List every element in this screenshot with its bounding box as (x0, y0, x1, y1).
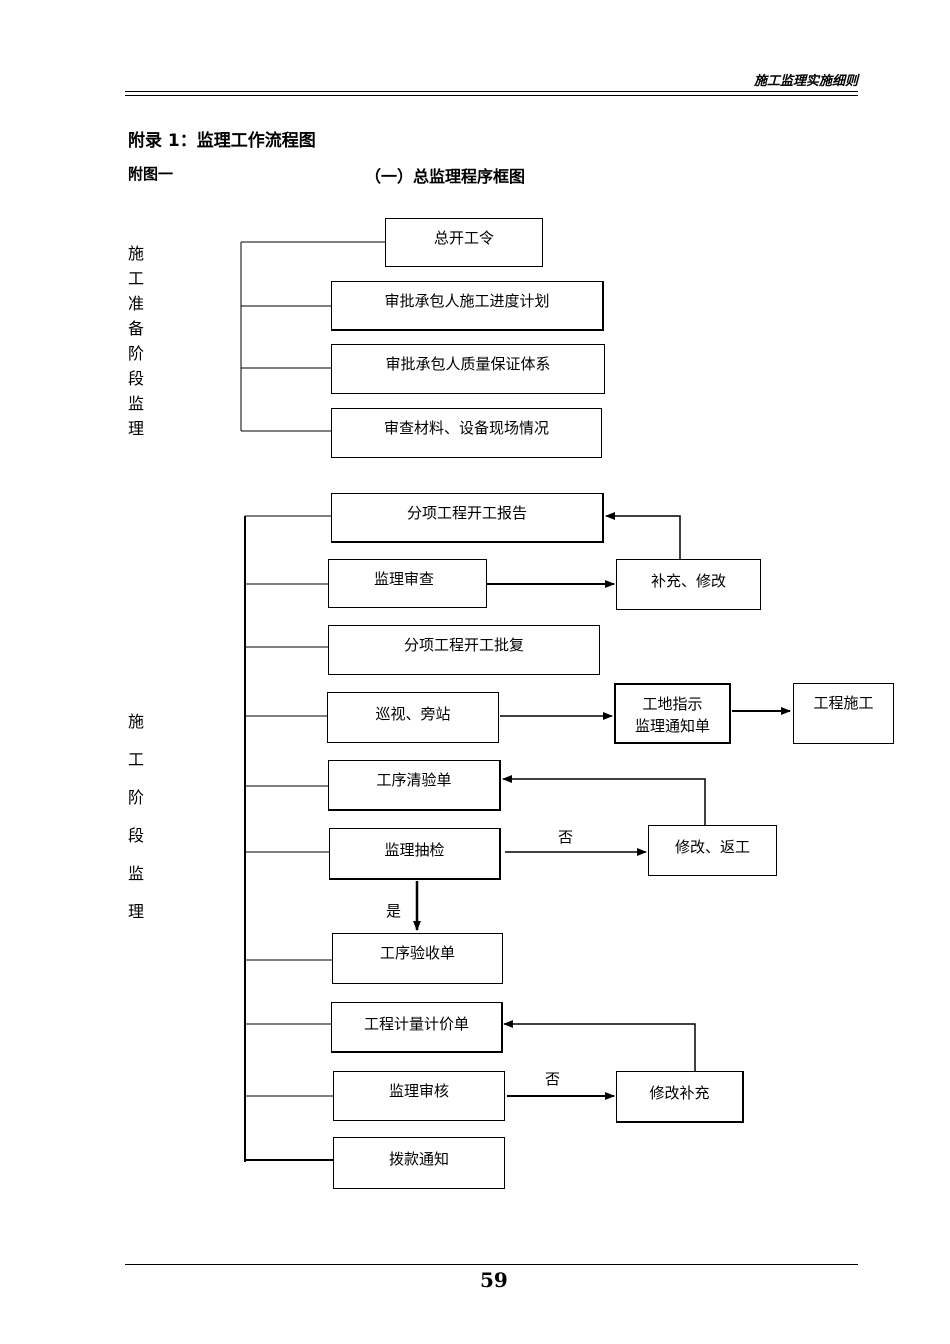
phase-char: 准 (127, 294, 144, 313)
construction-box: 工程施工 (793, 683, 894, 744)
measurement-label: 工程计量计价单 (363, 1015, 469, 1033)
figure-title: （一）总监理程序框图 (365, 167, 526, 186)
payment-box: 拨款通知 (333, 1137, 505, 1189)
process-check-box: 工序清验单 (328, 760, 501, 811)
sub-start-report-label: 分项工程开工报告 (406, 504, 527, 522)
spot-check-label: 监理抽检 (384, 841, 445, 859)
footer-rule (125, 1264, 858, 1265)
phase-char: 施 (127, 244, 144, 263)
page-number: 59 (480, 1268, 508, 1292)
audit-label: 监理审核 (388, 1082, 449, 1100)
patrol-box: 巡视、旁站 (327, 692, 499, 743)
no-label-spot-check: 否 (558, 828, 574, 846)
phase-char: 段 (127, 826, 144, 845)
rework-box: 修改、返工 (648, 825, 777, 876)
start-order-box: 总开工令 (385, 218, 543, 267)
measurement-box: 工程计量计价单 (331, 1002, 503, 1053)
revise-label: 修改补充 (649, 1084, 710, 1102)
approve-schedule-label: 审批承包人施工进度计划 (384, 292, 550, 310)
yes-label: 是 (386, 902, 402, 920)
supplement-box: 补充、修改 (616, 559, 761, 610)
construction-label: 工程施工 (813, 694, 874, 712)
patrol-label: 巡视、旁站 (375, 705, 451, 723)
header-rule-thin (125, 95, 858, 96)
supervision-review-label: 监理审查 (374, 570, 435, 588)
approve-quality-box: 审批承包人质量保证体系 (331, 344, 605, 394)
inspect-materials-box: 审查材料、设备现场情况 (331, 408, 602, 458)
header-rule (125, 91, 858, 92)
rework-label: 修改、返工 (674, 838, 750, 856)
supervision-review-box: 监理审查 (328, 559, 487, 608)
phase-char: 监 (127, 394, 144, 413)
approve-quality-label: 审批承包人质量保证体系 (385, 355, 551, 373)
appendix-title: 附录 1：监理工作流程图 (128, 131, 316, 151)
sub-start-report-box: 分项工程开工报告 (331, 493, 604, 543)
phase-char: 监 (127, 864, 144, 883)
phase-char: 施 (127, 712, 144, 731)
sub-start-approval-box: 分项工程开工批复 (328, 625, 600, 675)
payment-label: 拨款通知 (388, 1150, 449, 1168)
phase-char: 理 (127, 902, 144, 921)
phase-char: 工 (127, 269, 144, 288)
no-label-audit: 否 (545, 1070, 561, 1088)
inspect-materials-label: 审查材料、设备现场情况 (383, 419, 549, 437)
site-notice-line1: 工地指示 (642, 695, 703, 713)
supplement-label: 补充、修改 (650, 572, 726, 590)
audit-box: 监理审核 (333, 1071, 505, 1121)
process-check-label: 工序清验单 (376, 771, 452, 789)
approve-schedule-box: 审批承包人施工进度计划 (331, 281, 604, 331)
spot-check-box: 监理抽检 (329, 828, 501, 880)
phase-char: 阶 (127, 788, 144, 807)
figure-number: 附图一 (128, 165, 174, 183)
phase-char: 阶 (127, 344, 144, 363)
phase-char: 备 (127, 319, 144, 338)
process-accept-label: 工序验收单 (379, 944, 455, 962)
start-order-label: 总开工令 (433, 229, 494, 247)
phase-char: 理 (127, 419, 144, 438)
revise-box: 修改补充 (616, 1071, 744, 1123)
process-accept-box: 工序验收单 (332, 933, 503, 984)
site-notice-box: 工地指示 监理通知单 (614, 683, 731, 744)
document-header-title: 施工监理实施细则 (753, 74, 858, 89)
phase-char: 工 (127, 750, 144, 769)
sub-start-approval-label: 分项工程开工批复 (403, 636, 524, 654)
site-notice-line2: 监理通知单 (634, 717, 710, 735)
phase-char: 段 (127, 369, 144, 388)
